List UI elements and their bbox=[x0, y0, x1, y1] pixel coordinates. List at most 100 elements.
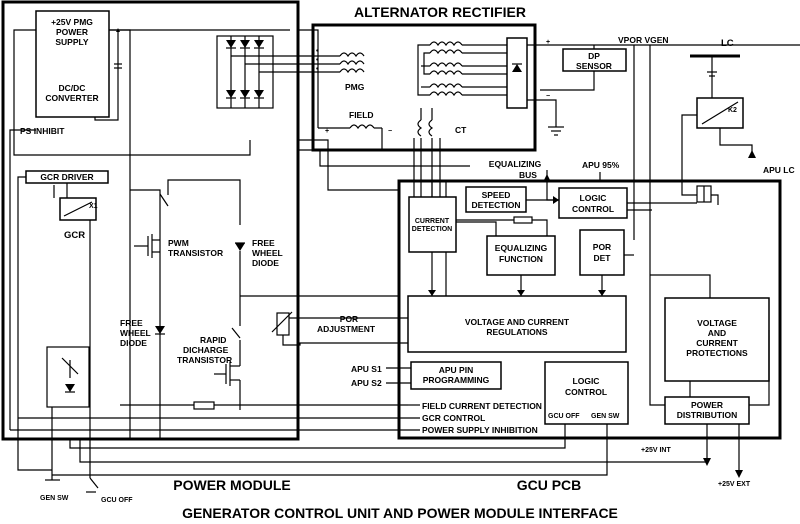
ct-coil-a bbox=[417, 119, 423, 137]
pmg-label: PMG bbox=[345, 82, 365, 92]
plus25-int-label: +25V INT bbox=[641, 447, 671, 454]
field-label: FIELD bbox=[349, 110, 374, 120]
eqf-line-2: FUNCTION bbox=[499, 254, 543, 264]
wire-apu-lc bbox=[719, 128, 753, 152]
wire-dp-out bbox=[540, 71, 595, 91]
ps-inhibit-label: PS INHIBIT bbox=[20, 126, 65, 136]
equalizing-bus-line-2: BUS bbox=[519, 170, 537, 180]
wire-equalizing bbox=[319, 150, 470, 167]
logic-control-bottom-line-1: LOGIC bbox=[573, 376, 600, 386]
supply-line-2: POWER bbox=[56, 27, 88, 37]
por-adjustment-line-1: POR bbox=[340, 314, 358, 324]
por-adjustment-line-2: ADJUSTMENT bbox=[317, 324, 376, 334]
dp-sensor-line-1: DP bbox=[588, 51, 600, 61]
wire-ps-tap bbox=[94, 30, 119, 121]
k2-relay-tag: K2 bbox=[728, 107, 737, 114]
gen-sw-label: GEN SW bbox=[40, 495, 69, 502]
wire-vgen-pd bbox=[649, 290, 665, 406]
vcp-line-3: CURRENT bbox=[696, 338, 738, 348]
gcu-pcb-label: GCU PCB bbox=[517, 477, 582, 493]
rapid-transistor-symbol bbox=[214, 362, 240, 386]
logic-control-bottom-box bbox=[544, 361, 629, 425]
arrow-plus25-ext bbox=[735, 470, 743, 478]
arrow-head bbox=[116, 28, 120, 32]
power-distribution-box bbox=[664, 396, 750, 425]
wire-gen-sw-int bbox=[52, 424, 608, 476]
apu-pin-line-1: APU PIN bbox=[439, 365, 473, 375]
por-det-line-1: POR bbox=[593, 242, 611, 252]
current-detection-line-2: DETECTION bbox=[412, 226, 452, 233]
fwd-left-line-3: DIODE bbox=[120, 338, 147, 348]
rapid-line-3: TRANSISTOR bbox=[177, 355, 232, 365]
supply-line-1: +25V PMG bbox=[51, 17, 93, 27]
gcr-label: GCR bbox=[64, 230, 85, 241]
supply-line-3: SUPPLY bbox=[55, 37, 89, 47]
vpor-vgen-label: VPOR VGEN bbox=[618, 35, 669, 45]
wire-equalizing-in bbox=[546, 170, 559, 201]
apu-95-label: APU 95% bbox=[582, 160, 620, 170]
stator-windings bbox=[417, 41, 507, 97]
gcr-contact-slash bbox=[61, 357, 79, 375]
fwd-top-line-1: FREE bbox=[252, 238, 275, 248]
logic-control-top-line-1: LOGIC bbox=[580, 193, 607, 203]
rectifier-diode bbox=[512, 64, 522, 72]
wire-protect-pd bbox=[749, 330, 770, 406]
voltage-current-protection-box bbox=[664, 297, 770, 382]
logic-gen-sw: GEN SW bbox=[591, 413, 620, 420]
gcr-contact-box bbox=[46, 346, 90, 408]
sense-resistor bbox=[193, 401, 215, 410]
k2-relay-slash bbox=[701, 101, 739, 125]
lc-driver-transistor bbox=[696, 185, 712, 203]
pd-line-1: POWER bbox=[691, 400, 723, 410]
wire-eq-resistor bbox=[532, 219, 548, 236]
wire-plus25-int bbox=[79, 424, 708, 463]
fwd-left-line-1: FREE bbox=[120, 318, 143, 328]
alternator-rectifier-frame bbox=[311, 23, 537, 152]
vcp-line-2: AND bbox=[708, 328, 726, 338]
eqf-line-1: EQUALIZING bbox=[495, 243, 548, 253]
wire-lc-transistor bbox=[711, 194, 719, 205]
por-det-line-2: DET bbox=[594, 253, 612, 263]
pmg-power-supply-box bbox=[35, 10, 110, 118]
wire-gcr-left bbox=[17, 176, 52, 471]
pwm-line-2: TRANSISTOR bbox=[168, 248, 223, 258]
wire-lc-driver bbox=[681, 114, 697, 196]
speed-line-2: DETECTION bbox=[471, 200, 520, 210]
power-module-frame bbox=[1, 0, 300, 441]
apu-lc-arrow bbox=[748, 150, 756, 158]
gcu-off-label: GCU OFF bbox=[101, 497, 133, 504]
current-detection-box bbox=[408, 196, 457, 253]
gcr-relay-tag: X1 bbox=[89, 203, 98, 210]
vcr-line-2: REGULATIONS bbox=[486, 327, 548, 337]
field-plus: + bbox=[325, 128, 329, 135]
wire-field-main bbox=[130, 189, 161, 440]
logic-control-top-line-2: CONTROL bbox=[572, 204, 614, 214]
wire-ps-left bbox=[13, 29, 251, 156]
power-module-label: POWER MODULE bbox=[173, 477, 290, 493]
vcr-line-1: VOLTAGE AND CURRENT bbox=[465, 317, 570, 327]
speed-detection-box bbox=[465, 186, 527, 213]
wire-fwd-top bbox=[167, 179, 241, 225]
equalizing-function-box bbox=[486, 235, 556, 276]
voltage-current-regulation-box bbox=[407, 295, 627, 353]
logic-control-bottom-line-2: CONTROL bbox=[565, 387, 607, 397]
wire-por-adj-2 bbox=[282, 335, 408, 346]
converter-line-1: DC/DC bbox=[59, 83, 86, 93]
rapid-switch bbox=[231, 327, 241, 339]
apu-s2-label: APU S2 bbox=[351, 378, 382, 388]
apu-lc-label: APU LC bbox=[763, 165, 795, 175]
arrow-plus25-int bbox=[703, 458, 711, 466]
wire-ps-bus bbox=[109, 29, 131, 440]
gcr-driver-label: GCR DRIVER bbox=[40, 172, 93, 182]
logic-gcu-off: GCU OFF bbox=[548, 413, 580, 420]
field-winding bbox=[349, 124, 375, 130]
pmg-winding bbox=[339, 52, 365, 74]
converter-line-2: CONVERTER bbox=[45, 93, 98, 103]
gcu-pcb-frame bbox=[397, 179, 782, 440]
apu-pin-programming-box bbox=[410, 361, 502, 390]
diagram-title: GENERATOR CONTROL UNIT AND POWER MODULE … bbox=[182, 505, 618, 521]
field-switch bbox=[159, 193, 169, 207]
lc-label: LC bbox=[721, 38, 734, 49]
field-minus: − bbox=[388, 128, 392, 135]
